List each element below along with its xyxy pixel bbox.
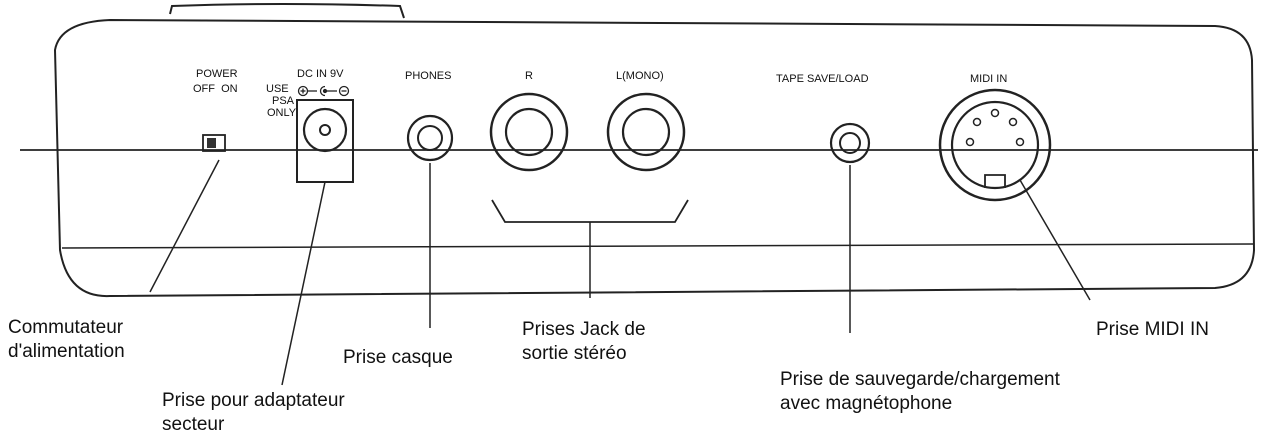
tape-jack-inner: [839, 132, 861, 154]
callout-power-switch: Commutateur d'alimentation: [8, 317, 125, 362]
l-jack-outer: [606, 92, 686, 172]
phones-jack-outer: [406, 114, 454, 162]
case-seam-lower: [61, 243, 1255, 249]
psa-label: PSA: [272, 95, 295, 107]
dc-jack-housing: [296, 99, 354, 183]
power-switch-knob: [207, 138, 216, 148]
r-label: R: [525, 70, 533, 82]
callout-midi-in: Prise MIDI IN: [1096, 319, 1209, 340]
dc-jack-outer: [302, 107, 348, 153]
dc-jack-inner: [319, 124, 331, 136]
phones-label: PHONES: [405, 70, 451, 82]
leader-dc: [281, 181, 326, 386]
tape-save-load-label: TAPE SAVE/LOAD: [776, 73, 869, 85]
off-on-label: OFF ON: [193, 83, 238, 95]
callout-tape-jack: Prise de sauvegarde/chargement avec magn…: [780, 369, 1060, 414]
callout-stereo-out: Prises Jack de sortie stéréo: [522, 319, 646, 364]
dc-in-label: DC IN 9V: [297, 68, 344, 80]
dc-polarity-symbol: [297, 85, 350, 97]
use-label: USE: [266, 83, 289, 95]
power-label: POWER: [196, 68, 238, 80]
case-outline: [53, 18, 1256, 298]
l-mono-label: L(MONO): [616, 70, 664, 82]
leader-power: [149, 159, 220, 293]
case-top-bump: [169, 3, 405, 19]
r-jack-outer: [489, 92, 569, 172]
callout-headphone-jack: Prise casque: [343, 347, 453, 368]
phones-jack-inner: [417, 125, 443, 151]
tape-jack-outer: [829, 122, 871, 164]
r-jack-inner: [504, 107, 554, 157]
l-jack-inner: [621, 107, 671, 157]
leader-midi: [1019, 179, 1091, 301]
midi-in-socket: [938, 88, 1052, 202]
only-label: ONLY: [267, 107, 297, 119]
stereo-bracket: [491, 199, 689, 223]
midi-in-label: MIDI IN: [970, 73, 1007, 85]
callout-adapter-jack: Prise pour adaptateur secteur: [162, 390, 345, 435]
power-switch: [202, 134, 226, 152]
